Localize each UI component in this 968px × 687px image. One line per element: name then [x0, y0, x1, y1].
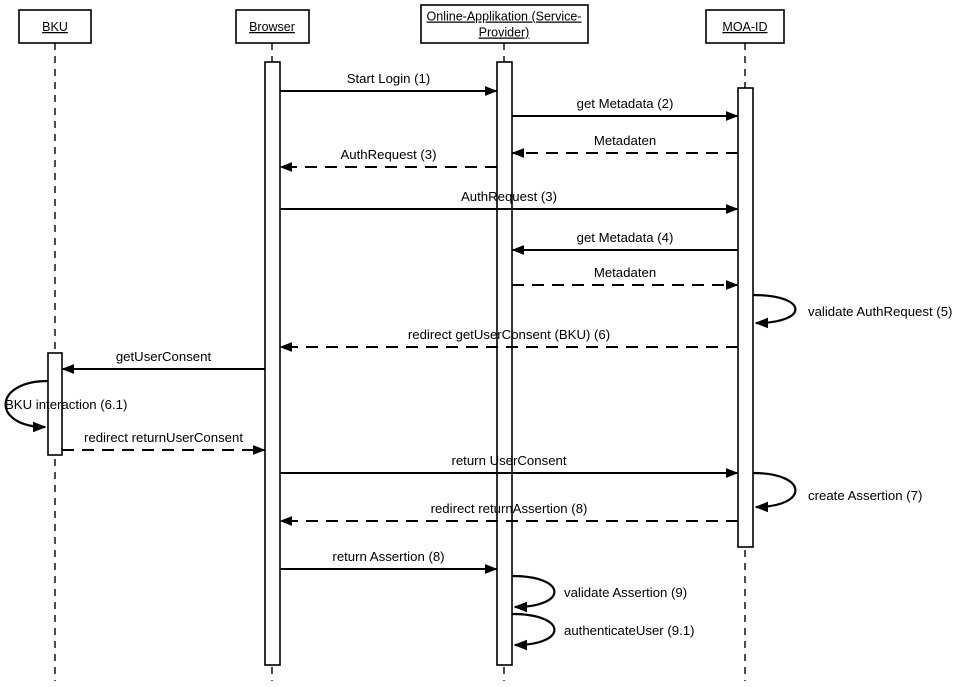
- lifeline-box-bku[interactable]: [18, 9, 92, 44]
- message-label-m2: get Metadata (2): [577, 96, 674, 111]
- message-label-m3: Metadaten: [594, 133, 656, 148]
- message-m11[interactable]: return UserConsent: [280, 453, 739, 478]
- message-m1[interactable]: Start Login (1): [280, 71, 498, 96]
- self-message-loop-s1: [752, 293, 797, 329]
- message-label-m1: Start Login (1): [347, 71, 431, 86]
- message-label-m5: AuthRequest (3): [461, 189, 557, 204]
- message-label-m9: getUserConsent: [116, 349, 212, 364]
- activations-layer: [47, 61, 754, 666]
- message-label-m8: redirect getUserConsent (BKU) (6): [408, 327, 610, 342]
- self-message-label-s3: create Assertion (7): [808, 488, 922, 503]
- messages-layer: Start Login (1) get Metadata (2) Metadaten…: [61, 71, 739, 574]
- self-message-loop-s2: [4, 379, 49, 433]
- message-m10[interactable]: redirect returnUserConsent: [62, 430, 266, 455]
- self-message-s2[interactable]: BKU interaction (6.1): [4, 379, 127, 433]
- message-label-m4: AuthRequest (3): [340, 147, 436, 162]
- self-message-label-s2: BKU interaction (6.1): [5, 397, 127, 412]
- activation-bar-oa[interactable]: [496, 61, 513, 666]
- message-m5[interactable]: AuthRequest (3): [280, 189, 739, 214]
- self-message-s4[interactable]: validate Assertion (9): [511, 574, 687, 613]
- self-message-loop-s5: [511, 612, 556, 651]
- lifeline-box-moaid[interactable]: [705, 9, 785, 44]
- message-m13[interactable]: return Assertion (8): [280, 549, 498, 574]
- message-m4[interactable]: AuthRequest (3): [279, 147, 497, 172]
- message-label-m11: return UserConsent: [451, 453, 566, 468]
- self-message-s3[interactable]: create Assertion (7): [752, 471, 922, 513]
- message-m12[interactable]: redirect returnAssertion (8): [279, 501, 738, 526]
- activation-bar-bku[interactable]: [47, 352, 63, 456]
- lifeline-label-oa: Provider): [479, 26, 530, 40]
- message-label-m7: Metadaten: [594, 265, 656, 280]
- lifeline-label-oa: Online-Applikation (Service-: [427, 10, 582, 24]
- message-m6[interactable]: get Metadata (4): [511, 230, 738, 255]
- message-m3[interactable]: Metadaten: [511, 133, 738, 158]
- message-m2[interactable]: get Metadata (2): [512, 96, 739, 121]
- self-message-s5[interactable]: authenticateUser (9.1): [511, 612, 694, 651]
- lifeline-label-moaid: MOA-ID: [722, 20, 767, 34]
- self-message-loop-s3: [752, 471, 797, 513]
- self-message-label-s4: validate Assertion (9): [564, 585, 687, 600]
- self-message-loop-s4: [511, 574, 556, 613]
- message-label-m10: redirect returnUserConsent: [84, 430, 243, 445]
- message-m7[interactable]: Metadaten: [512, 265, 739, 290]
- message-label-m13: return Assertion (8): [332, 549, 444, 564]
- message-label-m6: get Metadata (4): [577, 230, 674, 245]
- message-label-m12: redirect returnAssertion (8): [431, 501, 588, 516]
- lifeline-box-browser[interactable]: [235, 9, 310, 44]
- self-message-s1[interactable]: validate AuthRequest (5): [752, 293, 952, 329]
- message-m9[interactable]: getUserConsent: [61, 349, 265, 374]
- self-messages-layer: validate AuthRequest (5) BKU interaction …: [4, 293, 952, 651]
- lifeline-box-oa[interactable]: [420, 4, 589, 44]
- lifeline-label-bku: BKU: [42, 20, 68, 34]
- activation-bar-moaid[interactable]: [737, 87, 754, 548]
- message-m8[interactable]: redirect getUserConsent (BKU) (6): [279, 327, 738, 352]
- activation-bar-browser[interactable]: [264, 61, 281, 666]
- lifeline-label-browser: Browser: [249, 20, 295, 34]
- lifeline-bku[interactable]: BKU: [18, 9, 92, 681]
- self-message-label-s1: validate AuthRequest (5): [808, 304, 952, 319]
- self-message-label-s5: authenticateUser (9.1): [564, 623, 694, 638]
